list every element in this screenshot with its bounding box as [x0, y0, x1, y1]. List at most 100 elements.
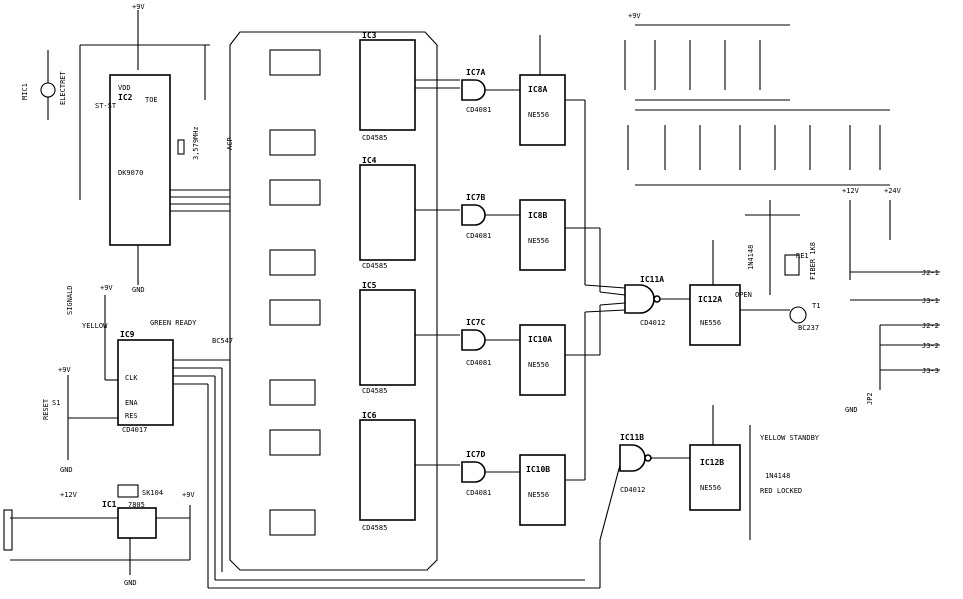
- ic2-ref: IC2: [118, 93, 133, 102]
- ic7a-part: CD4081: [466, 106, 491, 114]
- regulator-ic1: IC1 7805 GND +12V +9V SK104: [10, 484, 195, 587]
- relay-section: RE1 OPEN T1 BC237 1N4148 FIBER 1K8: [735, 200, 820, 332]
- timer-ic8b: IC8B NE556: [519, 199, 601, 292]
- bus-label: ACP: [226, 137, 234, 150]
- s1-label: S1: [52, 399, 60, 407]
- ic12a-ref: IC12A: [698, 295, 722, 304]
- microphone: MIC1 ELECTRET: [21, 50, 67, 120]
- ic3-ref: IC3: [362, 31, 377, 40]
- t2-label: BC547: [212, 337, 233, 345]
- comparator-ic3: IC3 CD4585: [359, 31, 460, 142]
- ic2-decoder: IC2 DK9070 VDD TOE ST-ST GND: [95, 74, 230, 294]
- nand-gate-ic11a: IC11A CD4012: [584, 275, 690, 327]
- ic9-res: RES: [125, 412, 138, 420]
- ic2-pin-label: ST-ST: [95, 102, 117, 110]
- ic11b-part: CD4012: [620, 486, 645, 494]
- ic7d-part: CD4081: [466, 489, 491, 497]
- signal-label: SIGNALD: [66, 285, 74, 315]
- reset-label: RESET: [42, 398, 50, 420]
- open-label: OPEN: [735, 291, 752, 299]
- ready-indicator: GREEN READY BC547 YELLOW +9V: [82, 284, 233, 381]
- data-bus: ACP: [226, 31, 438, 571]
- counter-ic9: IC9 CD4017 CLK ENA RES: [117, 330, 621, 589]
- capbank-power: +9V: [628, 12, 641, 20]
- ic1-part: 7805: [128, 501, 145, 509]
- ic11a-ref: IC11A: [640, 275, 664, 284]
- ready-label: GREEN READY: [150, 319, 197, 327]
- and-gate-ic7b: IC7B CD4081: [461, 193, 520, 240]
- d6-label: 1N4148: [765, 472, 790, 480]
- ic12b-part: NE556: [700, 484, 721, 492]
- ic6-part: CD4585: [362, 524, 387, 532]
- reset-switch: +9V S1 RESET GND: [42, 366, 118, 474]
- ic1-gnd: GND: [124, 579, 137, 587]
- fiber-label: FIBER 1K8: [809, 242, 817, 280]
- ic9-clk: CLK: [125, 374, 138, 382]
- output-connectors: +12V +24V J2-1 J3-1 J2-2 J3-2 J3-3 JP2 G…: [842, 187, 940, 414]
- ic7c-ref: IC7C: [466, 318, 485, 327]
- nand-gate-ic11b: IC11B CD4012: [619, 433, 690, 494]
- ready-power: +9V: [100, 284, 113, 292]
- crystal-label: 3,579MHz: [192, 126, 200, 160]
- comparator-ic6: IC6 CD4585: [359, 411, 460, 532]
- vcc12-label: +12V: [842, 187, 860, 195]
- timer-ic8a: IC8A NE556: [519, 35, 586, 285]
- vcc24-label: +24V: [884, 187, 902, 195]
- dc-jack: [3, 509, 13, 551]
- jp2-label: JP2: [866, 392, 874, 405]
- ic4-part: CD4585: [362, 262, 387, 270]
- status-leds: YELLOW STANDBY RED LOCKED 1N4148: [749, 425, 820, 540]
- dip-switch-banks: [269, 49, 321, 536]
- ic7b-ref: IC7B: [466, 193, 485, 202]
- and-gate-ic7a: IC7A CD4081: [461, 68, 520, 114]
- mic-label: MIC1: [21, 83, 29, 100]
- ic7a-ref: IC7A: [466, 68, 485, 77]
- ic5-part: CD4585: [362, 387, 387, 395]
- ic8b-part: NE556: [528, 237, 549, 245]
- and-gate-ic7d: IC7D CD4081: [461, 450, 520, 497]
- ic1-vin: +12V: [60, 491, 78, 499]
- j2-2-label: J2-2: [922, 322, 939, 330]
- ic8a-ref: IC8A: [528, 85, 547, 94]
- ic1-ref: IC1: [102, 500, 117, 509]
- ic9-ref: IC9: [120, 330, 135, 339]
- reset-power: +9V: [58, 366, 71, 374]
- ic2-toe: TOE: [145, 96, 158, 104]
- ic7d-ref: IC7D: [466, 450, 485, 459]
- ic11a-part: CD4012: [640, 319, 665, 327]
- ic10a-part: NE556: [528, 361, 549, 369]
- ic2-part: DK9070: [118, 169, 143, 177]
- electret-label: ELECTRET: [59, 70, 67, 105]
- ic12a-part: NE556: [700, 319, 721, 327]
- t1-ref: T1: [812, 302, 820, 310]
- j3-1-label: J3-1: [922, 297, 939, 305]
- timer-ic12a: IC12A NE556: [689, 240, 790, 346]
- decoupling-cap-bank: +9V: [624, 12, 890, 186]
- d3-label: 1N4148: [747, 245, 755, 270]
- ic8b-ref: IC8B: [528, 211, 547, 220]
- ic6-ref: IC6: [362, 411, 377, 420]
- ic7b-part: CD4081: [466, 232, 491, 240]
- ic7c-part: CD4081: [466, 359, 491, 367]
- j2-1-label: J2-1: [922, 269, 939, 277]
- timer-ic10b: IC10B NE556: [519, 312, 586, 526]
- ic1-vout: +9V: [182, 491, 195, 499]
- ic10a-ref: IC10A: [528, 335, 552, 344]
- reset-gnd: GND: [60, 466, 73, 474]
- t1-part: BC237: [798, 324, 819, 332]
- relay-label: RE1: [796, 252, 809, 260]
- j3-3-label: J3-3: [922, 367, 939, 375]
- ic11b-ref: IC11B: [620, 433, 644, 442]
- timer-ic12b: IC12B NE556: [689, 405, 741, 511]
- power-label-top: +9V: [132, 3, 145, 11]
- heatsink-label: SK104: [142, 489, 163, 497]
- ic10b-part: NE556: [528, 491, 549, 499]
- crystal: 3,579MHz: [177, 126, 200, 160]
- ic2-gnd: GND: [132, 286, 145, 294]
- comparator-ic4: IC4 CD4585: [359, 156, 460, 270]
- top-power-rail: +9V: [79, 3, 210, 200]
- right-gnd: GND: [845, 406, 858, 414]
- locked-label: RED LOCKED: [760, 487, 802, 495]
- ic4-ref: IC4: [362, 156, 377, 165]
